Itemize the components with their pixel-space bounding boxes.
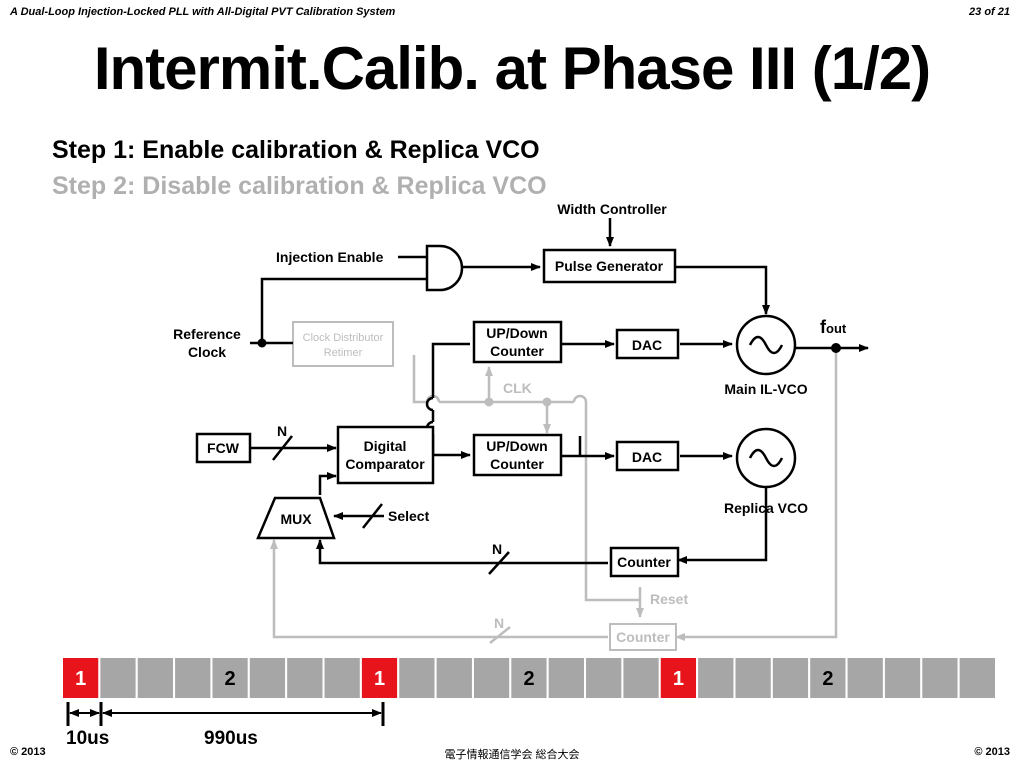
inactive-counter-block (609, 623, 677, 651)
footer-conference: 電子情報通信学会 総合大会 (444, 749, 580, 761)
timeline-slot (247, 656, 288, 700)
timeline-slot-label: 2 (822, 668, 833, 690)
slide-title: Intermit.Calib. at Phase III (1/2) (93, 35, 931, 102)
timeline-slot (584, 656, 624, 700)
timeline-slot (808, 656, 848, 700)
step-2-text: Step 2: Disable calibration & Replica VC… (52, 172, 547, 200)
timeline-slot (957, 656, 998, 700)
timeline-slot (285, 656, 325, 700)
timeline-slot-label: 2 (523, 668, 534, 690)
timeline-slot-label: 1 (374, 668, 385, 690)
dac-lower-label: DAC (632, 449, 662, 465)
digital-comparator-block (336, 425, 435, 485)
timeline-slot (397, 656, 437, 700)
replica-vco-label: Replica VCO (724, 500, 808, 516)
dac-upper-block (615, 328, 680, 360)
mux-block (256, 496, 336, 540)
timeline-slot (882, 656, 923, 700)
pulse-generator-label: Pulse Generator (555, 258, 664, 274)
updown-counter-lower-label-2: Counter (490, 456, 544, 472)
timeline-slot (733, 656, 773, 700)
timeline-slot (509, 656, 549, 700)
fcw-label: FCW (207, 440, 240, 456)
footer-copyright-left: © 2013 (10, 746, 46, 758)
timeline-slot (135, 656, 176, 700)
timeline-slot (658, 656, 699, 700)
clock-distributor-label-1: Clock Distributor (303, 332, 384, 344)
n-label-2: N (492, 541, 502, 557)
reference-clock-label-2: Clock (188, 344, 226, 360)
updown-counter-lower (472, 433, 563, 477)
active-counter-label: Counter (617, 554, 671, 570)
fcw-block (195, 432, 252, 464)
timeline-slot-label: 2 (225, 668, 236, 690)
updown-counter-upper-label-1: UP/Down (486, 325, 547, 341)
clock-distributor-block (292, 321, 394, 367)
n-label-1: N (277, 423, 287, 439)
n-label-3: N (494, 615, 504, 631)
and-gate (425, 244, 464, 292)
updown-counter-upper (472, 320, 563, 364)
time-markers (66, 702, 385, 726)
timeline-slot (770, 656, 811, 700)
timeline-bar: 1 2 1 2 1 2 (61, 656, 998, 700)
clock-distributor-label-2: Retimer (324, 347, 363, 359)
timeline-slot (173, 656, 213, 700)
timeline-slot (359, 656, 400, 700)
header-page-number: 23 of 21 (969, 6, 1010, 18)
dac-upper-label: DAC (632, 337, 662, 353)
timeline-slot-label: 1 (75, 668, 86, 690)
inactive-counter-label: Counter (616, 629, 670, 645)
clk-label: CLK (503, 380, 532, 396)
digital-comparator-label-2: Comparator (345, 456, 425, 472)
mux-label: MUX (280, 511, 312, 527)
duration-short-label: 10us (66, 728, 109, 749)
timeline-slot (210, 656, 250, 700)
timeline-slot (845, 656, 885, 700)
header-paper-title: A Dual-Loop Injection-Locked PLL with Al… (10, 6, 396, 18)
timeline-slot (471, 656, 512, 700)
timeline-slot (621, 656, 661, 700)
timeline-slot-label: 1 (673, 668, 684, 690)
select-label: Select (388, 508, 430, 524)
timeline-slot (322, 656, 362, 700)
footer-copyright-right: © 2013 (974, 746, 1010, 758)
replica-vco-sine-icon (748, 448, 784, 468)
duration-long-label: 990us (204, 728, 258, 749)
step-1-text: Step 1: Enable calibration & Replica VCO (52, 136, 540, 164)
dac-lower-block (615, 440, 680, 472)
timeline-slot (696, 656, 736, 700)
updown-counter-lower-label-1: UP/Down (486, 438, 547, 454)
width-controller-label: Width Controller (557, 201, 667, 217)
timeline-slot (546, 656, 587, 700)
injection-enable-label: Injection Enable (276, 249, 384, 265)
reference-clock-label-1: Reference (173, 326, 241, 342)
main-vco-sine-icon (748, 335, 784, 355)
timeline-slot (434, 656, 474, 700)
timeline-slot (98, 656, 138, 700)
fout-label: fout (820, 317, 847, 337)
active-counter-block (609, 546, 680, 578)
main-vco-label: Main IL-VCO (724, 381, 807, 397)
digital-comparator-label-1: Digital (364, 438, 407, 454)
updown-counter-upper-label-2: Counter (490, 343, 544, 359)
reset-label: Reset (650, 591, 688, 607)
pulse-generator-block (542, 248, 677, 284)
timeline-slot (920, 656, 960, 700)
